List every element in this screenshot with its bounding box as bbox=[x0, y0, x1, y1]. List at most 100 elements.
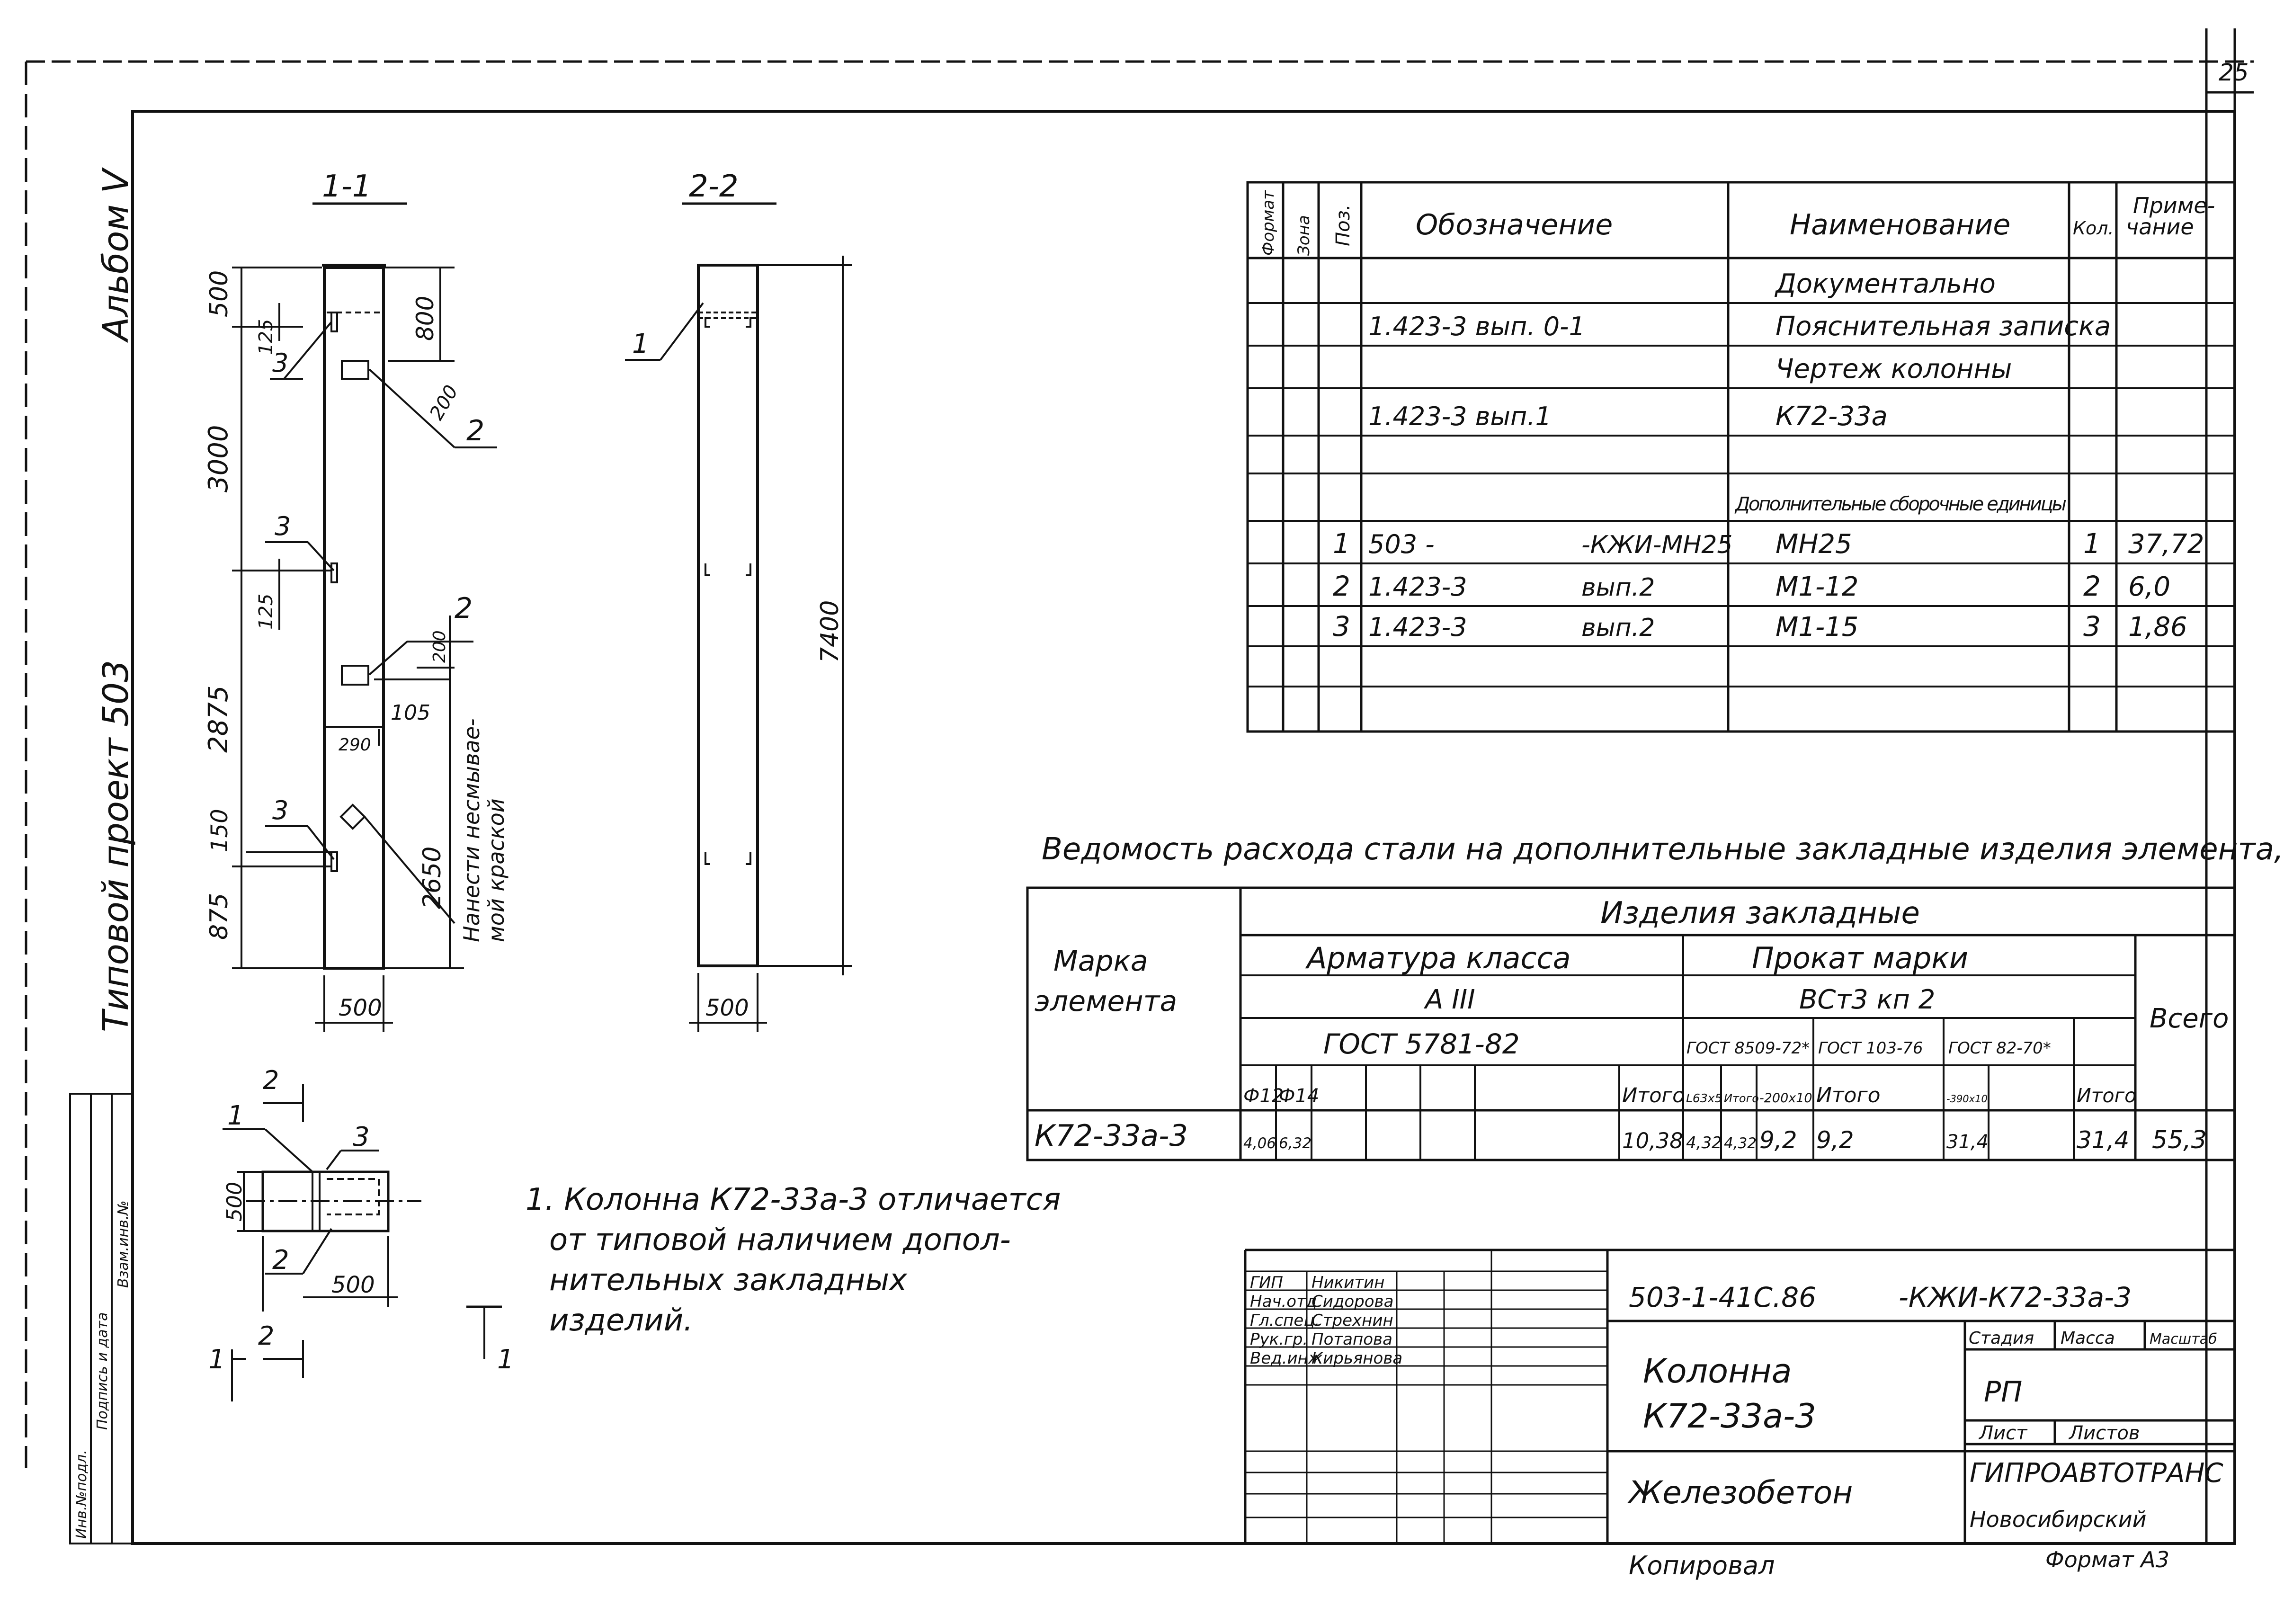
steel-element-mark: К72-33а-3 bbox=[1035, 1118, 1188, 1153]
dim-3000: 3000 bbox=[203, 425, 234, 492]
general-note: 1. Колонна К72-33а-3 отличается от типов… bbox=[526, 1182, 1061, 1338]
cut-mark-1-left: 1 bbox=[208, 1344, 225, 1375]
tb-city: Новосибирский bbox=[1970, 1507, 2147, 1532]
spec-header-name: Наименование bbox=[1790, 208, 2010, 241]
spec-row-designation-2: вып.2 bbox=[1581, 573, 1655, 602]
tb-copied: Копировал bbox=[1629, 1551, 1775, 1580]
spec-row-designation: 1.423-3 вып.1 bbox=[1368, 402, 1552, 431]
leader-3-mid: 3 bbox=[275, 511, 291, 541]
spec-row-note: 6,0 bbox=[2128, 571, 2170, 602]
tb-person: Никитин bbox=[1312, 1273, 1384, 1292]
cut-mark-2-top: 2 bbox=[263, 1065, 279, 1095]
tb-role: Нач.отд bbox=[1250, 1292, 1317, 1311]
steel-header-mark-1: Марка bbox=[1053, 945, 1148, 978]
plan-leader-1: 1 bbox=[227, 1100, 244, 1131]
steel-value: 10,38 bbox=[1622, 1128, 1683, 1153]
note-line-1: 1. Колонна К72-33а-3 отличается bbox=[526, 1182, 1061, 1217]
steel-header-products: Изделия закладные bbox=[1600, 896, 1920, 931]
spec-row-name: Чертеж колонны bbox=[1776, 354, 2012, 384]
page-number: 25 bbox=[2219, 59, 2249, 86]
tb-stage-header: Стадия bbox=[1969, 1329, 2034, 1348]
dim-500-bottom: 500 bbox=[339, 995, 382, 1021]
steel-header-gost-3: ГОСТ 82-70* bbox=[1948, 1039, 2051, 1058]
plan-view: 500 500 1 3 2 2 2 1 1 bbox=[208, 1065, 514, 1401]
note-line-4: изделий. bbox=[549, 1303, 693, 1338]
tb-object-2: К72-33а-3 bbox=[1643, 1397, 1816, 1436]
spec-row-qty: 3 bbox=[2083, 610, 2101, 642]
steel-header-gost-2: ГОСТ 103-76 bbox=[1818, 1039, 1923, 1058]
tb-mass-header: Масса bbox=[2061, 1329, 2115, 1348]
spec-header-note-2: чание bbox=[2126, 214, 2194, 240]
tb-format: Формат А3 bbox=[2045, 1547, 2169, 1572]
spec-row-pos: 3 bbox=[1333, 610, 1350, 642]
cut-mark-1-right: 1 bbox=[497, 1344, 514, 1375]
spec-row-designation-2: вып.2 bbox=[1581, 614, 1655, 642]
spec-row-note: 37,72 bbox=[2128, 529, 2204, 560]
steel-value: 4,32 bbox=[1686, 1133, 1722, 1152]
leader-2-mid: 2 bbox=[455, 592, 473, 625]
steel-value: 6,32 bbox=[1279, 1135, 1312, 1152]
steel-col-header: Ф12 bbox=[1243, 1085, 1284, 1107]
section-2-2-title: 2-2 bbox=[689, 169, 739, 204]
steel-value: 4,06 bbox=[1243, 1135, 1276, 1152]
steel-value: 31,4 bbox=[1946, 1131, 1989, 1153]
tb-sheet: Лист bbox=[1978, 1422, 2028, 1444]
spec-row-name: К72-33а bbox=[1776, 401, 1888, 432]
tb-role: Вед.инж. bbox=[1250, 1349, 1328, 1368]
plan-leader-2: 2 bbox=[272, 1245, 289, 1276]
paint-note-2: мой краской bbox=[483, 798, 509, 942]
tb-material: Железобетон bbox=[1627, 1474, 1853, 1511]
spec-rows: Документально 1.423-3 вып. 0-1 Пояснительн… bbox=[1333, 268, 2204, 642]
project-label: Типовой проект 503 bbox=[96, 660, 136, 1032]
spec-row-designation: 1.423-3 вып. 0-1 bbox=[1368, 312, 1585, 341]
note-line-2: от типовой наличием допол- bbox=[549, 1222, 1011, 1258]
steel-statement: Ведомость расхода стали на дополнительны… bbox=[1026, 832, 2293, 1161]
dim-125-b: 125 bbox=[255, 594, 277, 630]
spec-row-name: Документально bbox=[1774, 268, 1996, 299]
spec-header-format: Формат bbox=[1259, 190, 1278, 256]
tb-role: Гл.спец. bbox=[1250, 1311, 1320, 1330]
tb-scale-header: Масштаб bbox=[2150, 1331, 2217, 1347]
steel-col-header: Итого bbox=[1622, 1084, 1685, 1107]
tb-person: Кирьянова bbox=[1312, 1349, 1402, 1368]
spec-row-name: МН25 bbox=[1776, 529, 1852, 560]
tb-code: 503-1-41С.86 bbox=[1629, 1281, 1816, 1313]
spec-header-pos: Поз. bbox=[1332, 204, 1354, 246]
tb-organization: ГИПРОАВТОТРАНС bbox=[1970, 1458, 2223, 1489]
stamp-inv2-label: Взам.инв.№ bbox=[115, 1200, 132, 1288]
tb-sheets: Листов bbox=[2068, 1422, 2140, 1444]
spec-row-designation: 1.423-3 bbox=[1368, 572, 1467, 602]
tb-object-1: Колонна bbox=[1643, 1352, 1792, 1391]
steel-header-gost-1: ГОСТ 8509-72* bbox=[1686, 1039, 1810, 1058]
spec-row-designation: 1.423-3 bbox=[1368, 612, 1467, 642]
leader-3-top: 3 bbox=[272, 348, 288, 378]
dim-800: 800 bbox=[411, 296, 439, 341]
leader-3-bottom: 3 bbox=[272, 795, 288, 825]
dim-500-s22: 500 bbox=[705, 995, 749, 1021]
spec-row-name: Пояснительная записка bbox=[1776, 311, 2111, 342]
steel-title: Ведомость расхода стали на дополнительны… bbox=[1042, 832, 2293, 867]
spec-header-zone: Зона bbox=[1294, 215, 1313, 256]
dim-500-plan-v: 500 bbox=[223, 1182, 247, 1222]
spec-row-name: М1-12 bbox=[1776, 571, 1858, 602]
dim-200-b: 200 bbox=[430, 630, 449, 663]
spec-row-qty: 1 bbox=[2083, 527, 2101, 560]
steel-col-header: Итого bbox=[2077, 1084, 2136, 1107]
spec-row-note: 1,86 bbox=[2128, 612, 2187, 642]
steel-value: 4,32 bbox=[1724, 1135, 1757, 1152]
stamp-sign-label: Подпись и дата bbox=[94, 1312, 111, 1430]
dim-500-top: 500 bbox=[205, 270, 233, 317]
spec-row-qty: 2 bbox=[2083, 570, 2101, 602]
paint-note-1: Нанести несмывае- bbox=[459, 718, 484, 942]
steel-col-header: -200х10 bbox=[1759, 1091, 1812, 1106]
dim-2875: 2875 bbox=[203, 685, 234, 753]
cut-mark-2-bottom: 2 bbox=[258, 1321, 274, 1351]
steel-header-rolled: Прокат марки bbox=[1752, 941, 1968, 975]
spec-header-qty: Кол. bbox=[2073, 218, 2114, 239]
tb-person: Сидорова bbox=[1312, 1292, 1393, 1311]
spec-row-designation-2: -КЖИ-МН25 bbox=[1581, 531, 1733, 559]
